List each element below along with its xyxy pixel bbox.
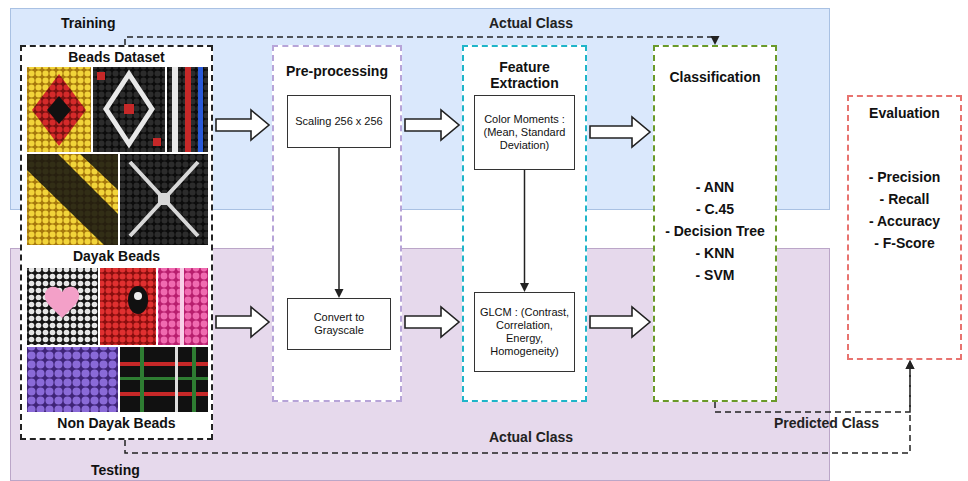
- block-arrow: [216, 307, 269, 337]
- text-slot: Non Dayak Beads: [22, 415, 211, 431]
- dayak-photo-4: [27, 154, 118, 245]
- dashed-line: [125, 37, 715, 45]
- label-slot: Actual Class: [489, 15, 573, 31]
- process-box: Scaling 256 x 256: [287, 95, 391, 148]
- stage-box: Pre-processingScaling 256 x 256Convert t…: [272, 45, 402, 402]
- connector: [125, 36, 720, 45]
- arrow-head: [711, 36, 720, 45]
- dayak-photo-5: [120, 154, 208, 245]
- band-label: Training: [61, 15, 115, 31]
- item-list: - ANN- C.45- Decision Tree- KNN- SVM: [665, 85, 765, 376]
- non-dayak-photo-3: [158, 268, 208, 345]
- item-list: - Precision- Recall- Accuracy- F-Score: [869, 121, 941, 298]
- evaluation-box: Evaluation- Precision- Recall- Accuracy-…: [847, 95, 962, 360]
- edge-label: Actual Class: [489, 429, 573, 445]
- list-item: - Accuracy: [869, 210, 940, 232]
- classifier-box: Classification- ANN- C.45- Decision Tree…: [653, 45, 777, 402]
- box-title: Evaluation: [869, 105, 940, 121]
- arrow-head: [335, 289, 344, 298]
- process-box: Color Moments : (Mean, Standard Deviatio…: [474, 95, 575, 170]
- stage-title: Feature Extraction: [468, 59, 581, 91]
- connector: [405, 307, 459, 337]
- process-label: GLCM : (Contrast, Correlation, Energy, H…: [478, 306, 571, 358]
- connector: [405, 110, 459, 140]
- block-arrow: [590, 307, 650, 337]
- text-slot: Beads Dataset: [22, 49, 211, 65]
- arrow-head: [520, 283, 529, 292]
- dataset-title: Beads Dataset: [22, 49, 211, 65]
- non-dayak-photo-2: [100, 268, 156, 345]
- block-arrow: [405, 110, 459, 140]
- process-label: Scaling 256 x 256: [295, 115, 382, 128]
- connector: [216, 110, 269, 140]
- text-slot: Testing: [91, 462, 140, 478]
- list-item: - Recall: [880, 188, 930, 210]
- block-arrow: [216, 110, 269, 140]
- non-dayak-photo-4: [27, 347, 118, 412]
- connector: [590, 117, 650, 147]
- list-item: - KNN: [696, 242, 735, 264]
- block-arrow: [405, 307, 459, 337]
- flow-line: [524, 170, 526, 284]
- list-item: - Precision: [869, 166, 941, 188]
- arrow-head: [906, 360, 915, 369]
- dataset-ground: [20, 45, 213, 440]
- text-slot: Training: [61, 15, 115, 31]
- non-dayak-photo-1: [27, 268, 98, 345]
- stage-title: Pre-processing: [278, 63, 396, 79]
- dayak-photo-3: [167, 67, 208, 152]
- connector: [590, 307, 650, 337]
- dashed-line: [715, 368, 910, 412]
- class-caption: Non Dayak Beads: [22, 415, 211, 431]
- list-item: - ANN: [696, 176, 734, 198]
- connector: [520, 170, 529, 292]
- dayak-photo-2: [93, 67, 165, 152]
- connector: [125, 360, 915, 453]
- connector: [335, 148, 344, 298]
- block-arrow: [590, 117, 650, 147]
- connector: [216, 307, 269, 337]
- list-item: - C.45: [696, 198, 734, 220]
- box-title: Classification: [669, 69, 760, 85]
- dashed-line: [125, 368, 910, 453]
- class-caption: Dayak Beads: [22, 248, 211, 264]
- list-item: - Decision Tree: [665, 220, 765, 242]
- process-label: Convert to Grayscale: [291, 311, 387, 337]
- label-slot: Predicted Class: [774, 415, 879, 431]
- process-box: GLCM : (Contrast, Correlation, Energy, H…: [474, 292, 575, 372]
- edge-label: Predicted Class: [774, 415, 879, 431]
- list-item: - SVM: [696, 264, 735, 286]
- non-dayak-photo-5: [120, 347, 208, 412]
- connector: [715, 360, 915, 412]
- edge-label: Actual Class: [489, 15, 573, 31]
- process-box: Convert to Grayscale: [287, 298, 391, 350]
- arrow-head: [906, 360, 915, 369]
- process-label: Color Moments : (Mean, Standard Deviatio…: [478, 113, 571, 152]
- flow-line: [338, 148, 340, 290]
- label-slot: Actual Class: [489, 429, 573, 445]
- dataset-box: Beads DatasetDayak BeadsNon Dayak Beads: [20, 45, 213, 440]
- list-item: - F-Score: [874, 232, 935, 254]
- band-label: Testing: [91, 462, 140, 478]
- text-slot: Dayak Beads: [22, 248, 211, 264]
- dayak-photo-1: [27, 67, 91, 152]
